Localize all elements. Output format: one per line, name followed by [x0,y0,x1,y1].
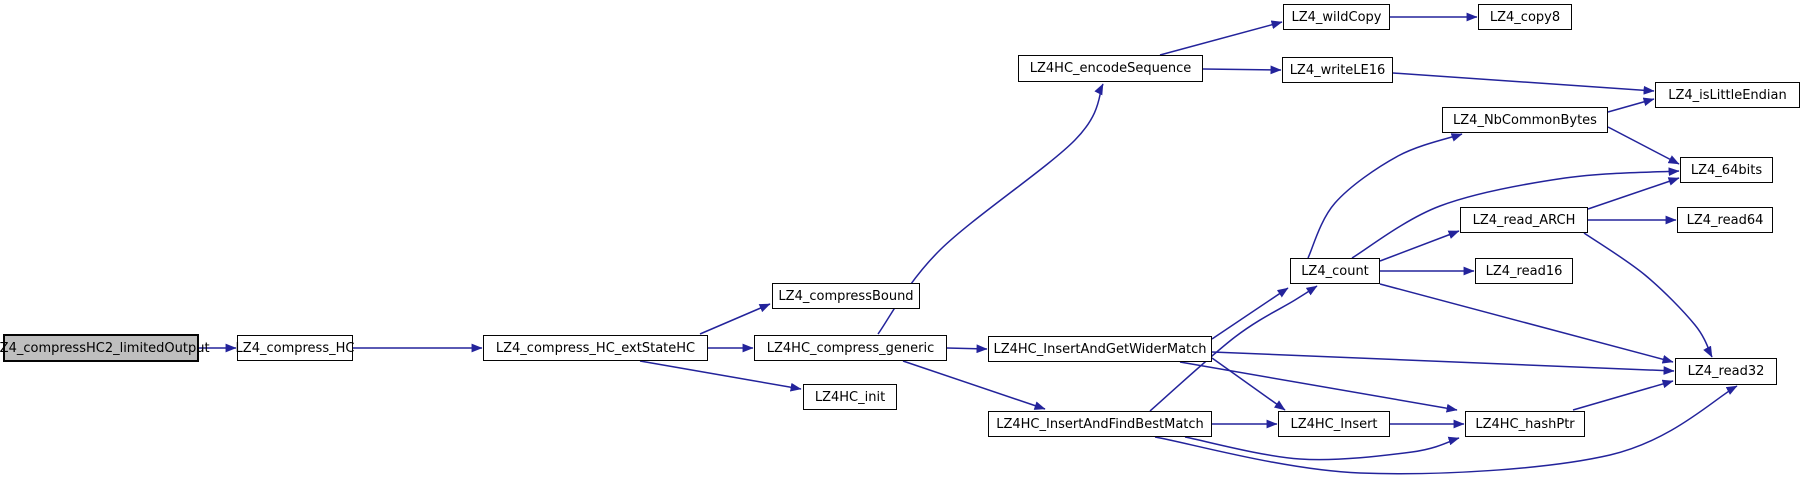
node-lz4hc-compress-generic[interactable]: LZ4HC_compress_generic [754,335,947,361]
node-label: LZ4_read64 [1686,212,1764,228]
node-label: LZ4_NbCommonBytes [1453,112,1597,128]
edge-lz4hc-compress-generic--lz4hc-insertandgetwidermatch [946,344,988,354]
node-lz4hc-insert[interactable]: LZ4HC_Insert [1278,411,1390,437]
node-lz4-copy8[interactable]: LZ4_copy8 [1478,4,1572,30]
node-label: LZ4HC_compress_generic [766,340,935,356]
edge-lz4-compress-hc-extstatehc--lz4hc-init [639,360,802,392]
edge-lz4-read-arch--lz4-64bits [1587,177,1680,210]
node-lz4-read16[interactable]: LZ4_read16 [1475,258,1573,284]
node-lz4-compress-hc-extstatehc[interactable]: LZ4_compress_HC_extStateHC [483,335,708,361]
edge-lz4-compress-hc-extstatehc--lz4-compressbound [699,303,771,335]
edge-lz4hc-insertandfindbestmatch--lz4-count [1149,285,1318,412]
node-label: LZ4HC_init [814,389,886,405]
node-label: LZ4_compressHC2_limitedOutput [0,340,210,356]
node-lz4hc-insertandfindbestmatch[interactable]: LZ4HC_InsertAndFindBestMatch [988,411,1212,437]
node-label: LZ4_read16 [1485,263,1563,279]
node-lz4-islittleendian[interactable]: LZ4_isLittleEndian [1655,82,1800,108]
node-label: LZ4_compressBound [778,288,914,304]
node-label: LZ4_compress_HC [235,340,355,356]
node-lz4-compress-hc[interactable]: LZ4_compress_HC [235,335,355,361]
edge-lz4-nbcommonbytes--lz4-islittleendian [1607,97,1655,113]
node-lz4hc-insertandgetwidermatch[interactable]: LZ4HC_InsertAndGetWiderMatch [988,336,1212,362]
node-lz4-count[interactable]: LZ4_count [1290,258,1380,284]
edge-lz4hc-encodesequence--lz4-wildcopy [1159,20,1283,56]
edge-lz4hc-insertandgetwidermatch--lz4-read32 [1211,351,1675,375]
node-label: LZ4_read_ARCH [1472,212,1576,228]
edge-lz4-writele16--lz4-islittleendian [1392,72,1655,95]
edge-lz4hc-insertandgetwidermatch--lz4hc-hashptr [1179,361,1458,413]
node-lz4-nbcommonbytes[interactable]: LZ4_NbCommonBytes [1442,107,1608,133]
node-lz4-compressbound[interactable]: LZ4_compressBound [772,283,920,309]
edge-lz4-count--lz4-read32 [1379,283,1674,364]
node-label: LZ4_compress_HC_extStateHC [495,340,696,356]
node-label: LZ4HC_Insert [1290,416,1378,432]
node-lz4-writele16[interactable]: LZ4_writeLE16 [1282,57,1393,83]
edge-lz4hc-compress-generic--lz4hc-insertandfindbestmatch [902,360,1046,410]
node-label: LZ4_count [1301,263,1369,279]
node-label: LZ4_copy8 [1489,9,1561,25]
node-label: LZ4HC_InsertAndGetWiderMatch [993,341,1207,357]
node-label: LZ4_isLittleEndian [1668,87,1787,103]
node-lz4hc-init[interactable]: LZ4HC_init [803,384,897,410]
edge-lz4hc-insertandgetwidermatch--lz4-count [1211,287,1289,340]
node-lz4-read64[interactable]: LZ4_read64 [1677,207,1773,233]
node-lz4-read-arch[interactable]: LZ4_read_ARCH [1460,207,1588,233]
node-lz4-wildcopy[interactable]: LZ4_wildCopy [1283,4,1390,30]
edge-lz4hc-encodesequence--lz4-writele16 [1202,65,1282,75]
edge-lz4hc-hashptr--lz4-read32 [1572,379,1674,411]
node-lz4-64bits[interactable]: LZ4_64bits [1680,157,1773,183]
node-label: LZ4HC_InsertAndFindBestMatch [996,416,1204,432]
node-lz4-read32[interactable]: LZ4_read32 [1675,358,1777,385]
node-label: LZ4_writeLE16 [1289,62,1386,78]
edge-lz4-nbcommonbytes--lz4-64bits [1607,126,1680,165]
node-lz4-compresshc2-limitedoutput[interactable]: LZ4_compressHC2_limitedOutput [0,334,210,362]
node-lz4hc-encodesequence[interactable]: LZ4HC_encodeSequence [1018,55,1203,82]
node-label: LZ4_64bits [1690,162,1763,178]
node-label: LZ4_read32 [1687,364,1765,379]
node-label: LZ4HC_encodeSequence [1029,61,1192,76]
edge-lz4-count--lz4-read-arch [1379,230,1460,262]
node-lz4hc-hashptr[interactable]: LZ4HC_hashPtr [1465,411,1585,437]
edge-lz4hc-insertandfindbestmatch--lz4hc-hashptr [1184,436,1460,461]
node-label: LZ4HC_hashPtr [1475,416,1575,432]
edge-lz4-count--lz4-nbcommonbytes [1307,133,1463,259]
edge-lz4hc-insertandgetwidermatch--lz4hc-insert [1211,357,1286,411]
edge-lz4-read-arch--lz4-read32 [1583,232,1713,358]
edge-lz4hc-insertandfindbestmatch--lz4-read32 [1154,385,1738,475]
node-label: LZ4_wildCopy [1291,9,1382,25]
edge-lz4-count--lz4-64bits [1351,167,1680,259]
